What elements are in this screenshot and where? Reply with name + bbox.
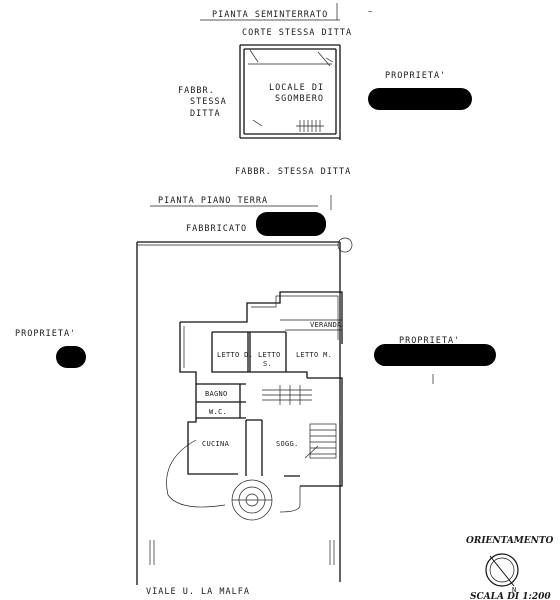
compass-icon: N [485, 553, 519, 594]
room-sogg: SOGG. [276, 440, 299, 448]
room-bagno: BAGNO [205, 390, 228, 398]
room-letto-m: LETTO M. [296, 351, 332, 359]
scale-label: SCALA DI 1:200 [470, 592, 551, 600]
basement-bottom-label: FABBR. STESSA DITTA [235, 167, 351, 177]
basement-room-line2: SGOMBERO [275, 94, 324, 104]
ground-title: PIANTA PIANO TERRA [158, 196, 268, 206]
street-label: VIALE U. LA MALFA [146, 587, 250, 597]
basement-redacted-owner [368, 88, 472, 110]
room-letto-s-1: LETTO [258, 351, 281, 359]
basement-right-label: PROPRIETA' [385, 71, 446, 81]
basement-plan: PIANTA SEMINTERRATO ~ CORTE STESSA DITTA… [178, 3, 472, 177]
orientation-block: ORIENTAMENTO N SCALA DI 1:200 [466, 536, 554, 600]
room-cucina: CUCINA [202, 440, 230, 448]
room-letto-s-2: S. [263, 360, 272, 368]
basement-left-label-2: STESSA [190, 97, 227, 107]
basement-left-label-3: DITTA [190, 109, 221, 119]
ground-right-label: PROPRIETA' [399, 336, 460, 346]
compass-north: N [512, 586, 517, 594]
room-wc: W.C. [209, 408, 227, 416]
ground-floor-plan: PIANTA PIANO TERRA FABBRICATO VERANDA LE… [15, 195, 496, 597]
ground-left-label: PROPRIETA' [15, 329, 76, 339]
room-veranda: VERANDA [310, 321, 342, 329]
basement-room-line1: LOCALE DI [269, 83, 324, 93]
ground-building-label: FABBRICATO [186, 224, 247, 234]
ground-redacted-building [256, 212, 326, 236]
room-letto-d: LETTO D. [217, 351, 253, 359]
ground-left-redacted-owner [56, 346, 86, 368]
basement-left-label-1: FABBR. [178, 86, 215, 96]
ground-right-redacted-owner [374, 344, 496, 366]
orientation-title: ORIENTAMENTO [466, 536, 554, 546]
basement-court-label: CORTE STESSA DITTA [242, 28, 352, 38]
basement-title: PIANTA SEMINTERRATO [212, 10, 328, 20]
basement-mark: ~ [368, 8, 373, 16]
